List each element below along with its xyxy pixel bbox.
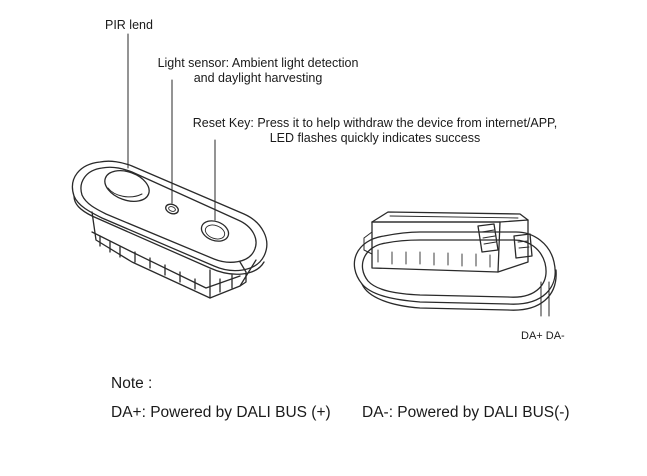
pir-lens-dome [104, 170, 150, 202]
front-faceplate-inner [80, 166, 257, 263]
terminal-connector [513, 233, 533, 259]
label-reset-key: Reset Key: Press it to help withdraw the… [174, 116, 576, 146]
note-da-minus: DA-: Powered by DALI BUS(-) [362, 404, 570, 421]
label-terminals: DA+ DA- [521, 330, 565, 342]
rear-housing-top [371, 211, 529, 223]
label-reset-key-line2: LED flashes quickly indicates success [269, 131, 481, 145]
sensor-rear-view [353, 211, 557, 311]
label-light-sensor: Light sensor: Ambient light detection an… [140, 56, 376, 86]
note-title: Note : [111, 375, 153, 392]
terminal-block [477, 223, 499, 253]
label-reset-key-line1: Reset Key: Press it to help withdraw the… [192, 116, 558, 130]
reset-key-button [200, 220, 230, 242]
label-light-sensor-line1: Light sensor: Ambient light detection [157, 56, 359, 70]
sensor-front-view [71, 160, 268, 299]
label-light-sensor-line2: and daylight harvesting [193, 71, 323, 85]
light-sensor-hole [165, 203, 179, 215]
leader-lines [127, 33, 550, 317]
rear-base-plate-inner [361, 239, 547, 298]
label-pir-lens: PIR lend [105, 18, 153, 32]
note-da-plus: DA+: Powered by DALI BUS (+) [111, 404, 331, 421]
front-faceplate-outer [71, 160, 268, 272]
rear-base-plate-outer [353, 231, 556, 305]
front-housing-body [91, 211, 257, 299]
